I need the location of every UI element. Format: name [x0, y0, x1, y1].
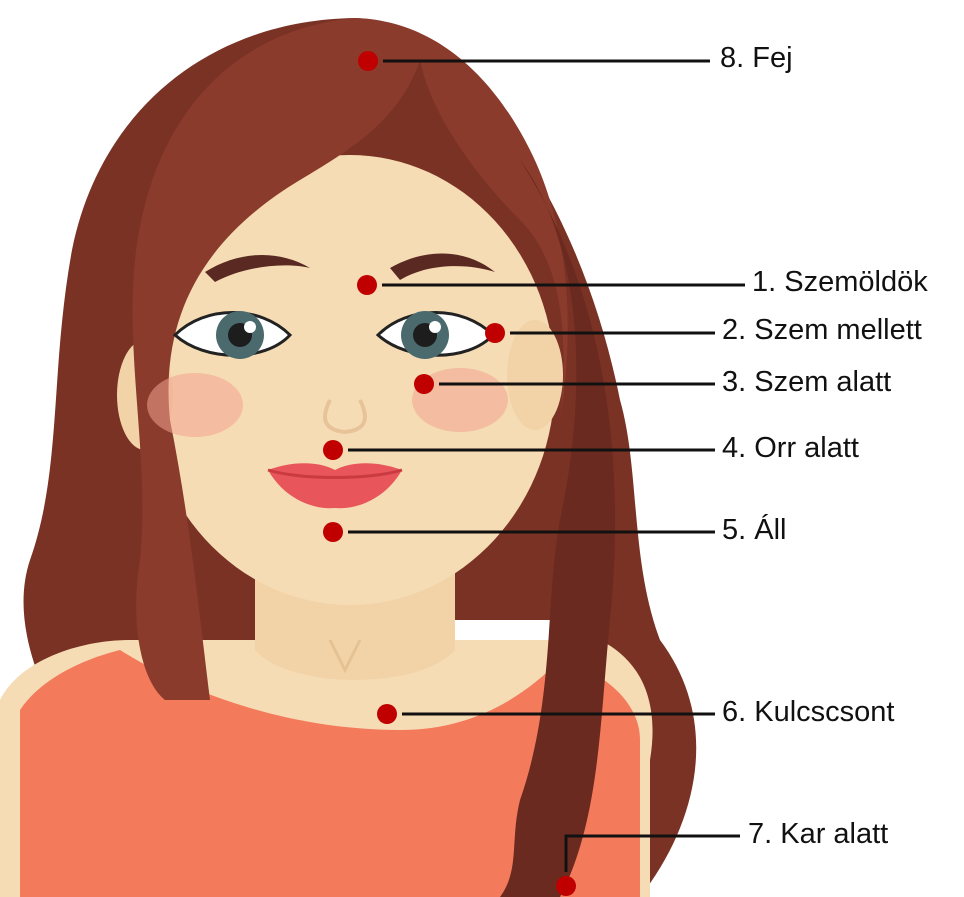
point-marker-szem-mellett	[485, 323, 505, 343]
point-marker-kar-alatt	[556, 876, 576, 896]
point-label-orr-alatt: 4. Orr alatt	[722, 434, 859, 463]
point-label-szemoldok: 1. Szemöldök	[752, 268, 928, 297]
point-label-szem-mellett: 2. Szem mellett	[722, 316, 922, 345]
point-marker-szemoldok	[357, 275, 377, 295]
leader-line-kar-alatt	[566, 836, 740, 872]
point-marker-kulcscsont	[377, 704, 397, 724]
point-marker-fej	[358, 51, 378, 71]
point-label-all: 5. Áll	[722, 516, 786, 545]
point-marker-all	[323, 522, 343, 542]
point-label-kar-alatt: 7. Kar alatt	[748, 820, 888, 849]
point-marker-orr-alatt	[323, 440, 343, 460]
point-label-fej: 8. Fej	[720, 44, 793, 73]
point-label-szem-alatt: 3. Szem alatt	[722, 368, 891, 397]
point-marker-szem-alatt	[414, 374, 434, 394]
point-label-kulcscsont: 6. Kulcscsont	[722, 698, 894, 727]
